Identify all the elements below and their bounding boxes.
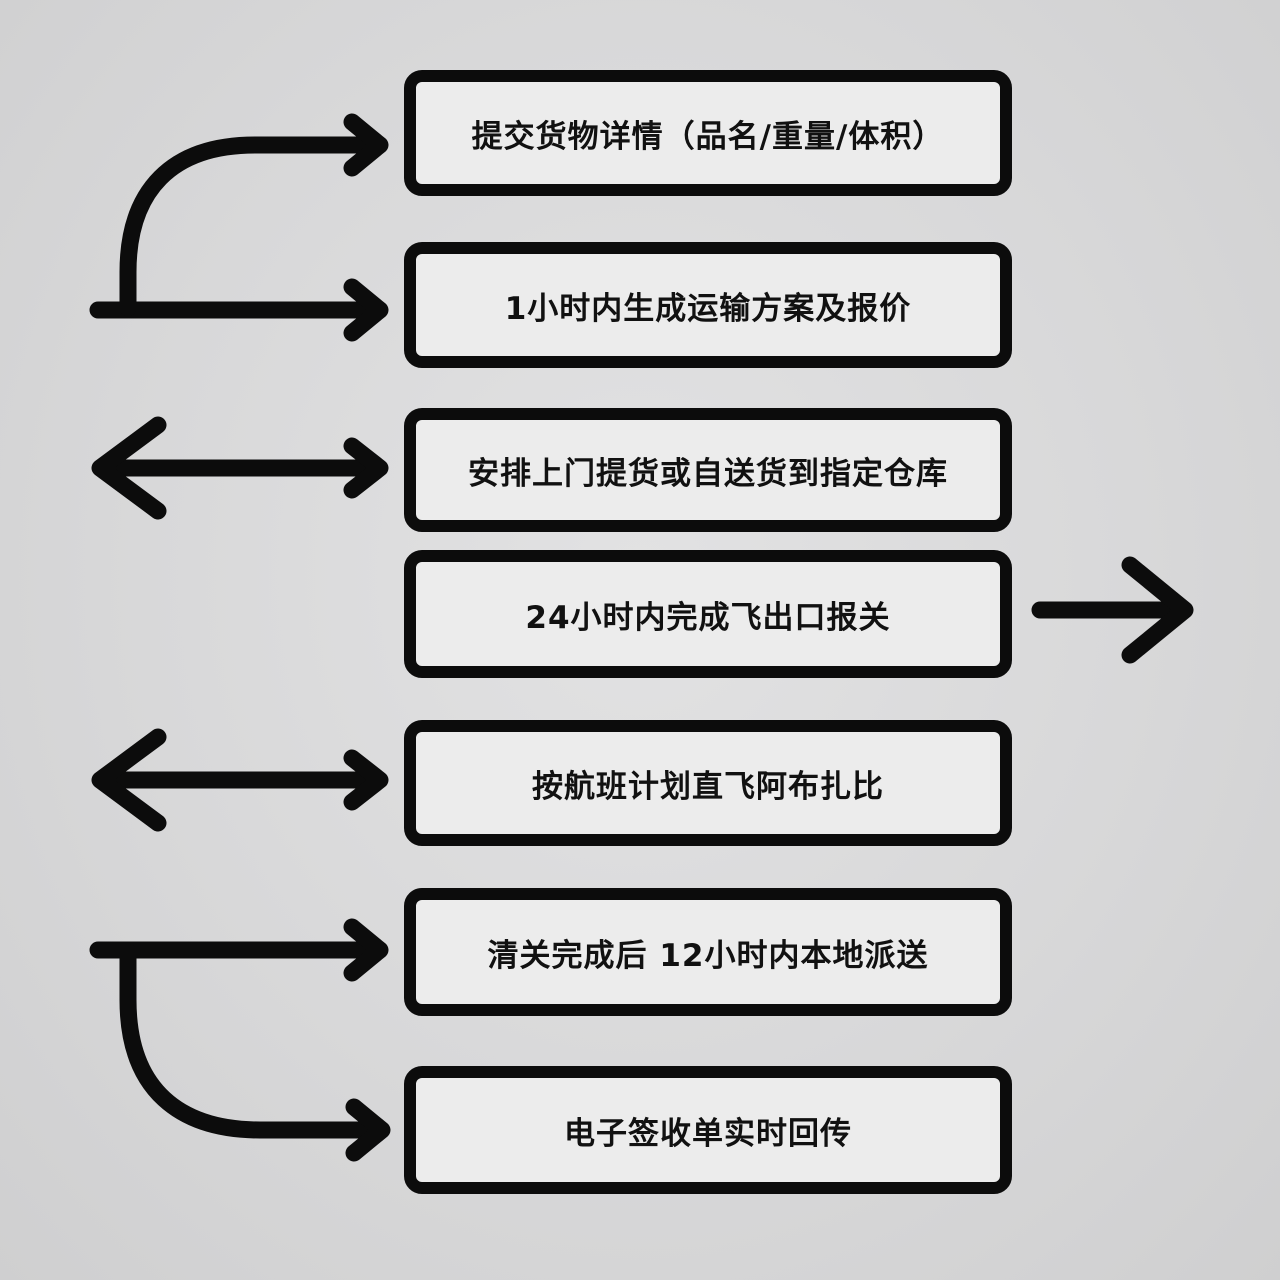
- arrow-head-left: [91, 416, 167, 520]
- arrow-head-step-2: [343, 278, 389, 342]
- step-4-label: 24小时内完成飞出口报关: [525, 599, 891, 636]
- step-7-label: 电子签收单实时回传: [564, 1115, 852, 1152]
- arrow-branch-curve: [119, 136, 379, 317]
- split-arrow-steps-1-2: [89, 113, 389, 342]
- step-5-box: 按航班计划直飞阿布扎比: [404, 720, 1012, 846]
- arrow-head-step-6: [343, 918, 389, 982]
- step-1-label: 提交货物详情（品名/重量/体积）: [471, 118, 945, 155]
- double-arrow-step-5: [91, 728, 389, 832]
- step-3-box: 安排上门提货或自送货到指定仓库: [404, 408, 1012, 532]
- step-4-box: 24小时内完成飞出口报关: [404, 550, 1012, 678]
- step-7-box: 电子签收单实时回传: [404, 1066, 1012, 1194]
- arrow-head-step-7: [345, 1098, 391, 1162]
- arrow-head-left: [91, 728, 167, 832]
- step-6-box: 清关完成后 12小时内本地派送: [404, 888, 1012, 1016]
- right-arrow-step-4: [1031, 556, 1194, 664]
- arrow-head-right: [343, 437, 389, 499]
- step-6-label: 清关完成后 12小时内本地派送: [487, 937, 929, 974]
- double-arrow-step-3: [91, 416, 389, 520]
- arrow-head-right: [1121, 556, 1194, 664]
- split-arrow-steps-6-7: [89, 918, 391, 1162]
- arrow-head-right: [343, 749, 389, 811]
- step-5-label: 按航班计划直飞阿布扎比: [532, 768, 884, 805]
- arrow-head-step-1: [343, 113, 389, 177]
- step-2-box: 1小时内生成运输方案及报价: [404, 242, 1012, 368]
- step-2-label: 1小时内生成运输方案及报价: [504, 290, 912, 327]
- step-3-label: 安排上门提货或自送货到指定仓库: [468, 455, 948, 492]
- arrow-branch-curve: [119, 943, 381, 1139]
- step-1-box: 提交货物详情（品名/重量/体积）: [404, 70, 1012, 196]
